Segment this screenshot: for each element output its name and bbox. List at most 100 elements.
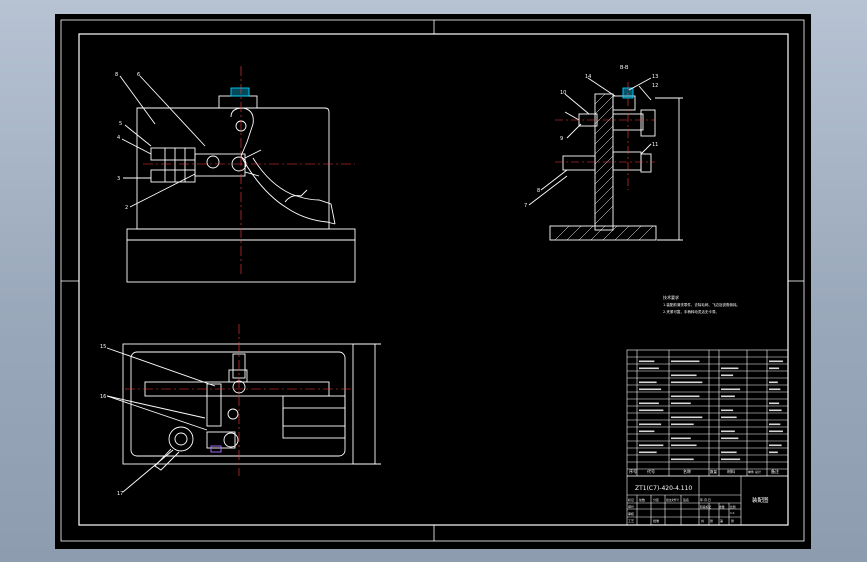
bom-cell-mark [671, 458, 694, 461]
title-header-count: 处数 [639, 497, 645, 502]
inner-frame [78, 33, 789, 526]
notes-line-1: 1.装配前清洗零件，去除毛刺、飞边及锐角倒钝。 [663, 302, 740, 307]
title-block-text: ZT1(C7)-420-4.110 装配图 标记 处数 分区 更改文件号 签名 … [628, 485, 769, 523]
title-block [626, 475, 789, 526]
bom-cell-mark [671, 423, 694, 426]
bom-cell-mark [769, 402, 780, 405]
title-sheet-num: 第 [720, 518, 723, 523]
title-sheet-total: 共 [701, 518, 704, 523]
bom-cell-mark [721, 458, 741, 461]
title-stage-label: 阶段标记 [700, 505, 711, 509]
bom-footer-remark: 备注 [771, 468, 779, 474]
balloon-10: 10 [560, 90, 566, 96]
bom-cell-mark [721, 374, 734, 377]
bom-footer: 序号 代号 名称 数量 材料 单件 总计 备注 [629, 468, 779, 474]
bom-cell-mark [671, 444, 697, 447]
bom-footer-material: 材料 [727, 468, 735, 474]
bom-cell-mark [639, 451, 657, 454]
centering-marks [61, 20, 804, 541]
bom-cell-mark [721, 430, 735, 433]
bom-footer-code: 代号 [647, 468, 655, 474]
top-view [106, 343, 381, 493]
balloon-7: 7 [524, 203, 527, 209]
front-view [119, 75, 356, 283]
bom-cell-mark [721, 388, 741, 391]
title-scale-value: 1:1 [730, 511, 735, 515]
bom-cell-mark [721, 409, 734, 412]
balloon-6: 6 [137, 72, 140, 78]
front-view-centerlines [143, 66, 355, 276]
balloon-3: 3 [117, 176, 120, 182]
bom-cell-mark [671, 437, 691, 440]
title-block-code: ZT1(C7)-420-4.110 [635, 485, 692, 492]
balloon-2: 2 [125, 205, 128, 211]
side-view-centerlines [555, 82, 655, 190]
bom-cell-mark [721, 416, 737, 419]
bom-cell-mark [671, 374, 697, 377]
outer-border [60, 19, 805, 542]
bom-cell-mark [769, 381, 778, 384]
bom-cell-mark [671, 395, 700, 398]
bom-footer-weight: 单件 总计 [748, 469, 761, 474]
balloon-14: 14 [585, 74, 591, 80]
bom-footer-qty: 数量 [710, 469, 718, 474]
bom-cell-mark [639, 409, 664, 412]
balloon-5: 5 [119, 121, 122, 127]
bom-cell-mark [721, 367, 739, 370]
title-header-date: 年.月.日 [700, 497, 711, 502]
title-header-mark: 标记 [628, 497, 634, 502]
title-block-name: 装配图 [752, 496, 769, 504]
bom-cell-mark [639, 423, 662, 426]
bom-cell-mark [721, 451, 737, 454]
bom-cell-mark [671, 402, 691, 405]
bom-cell-mark [671, 416, 703, 419]
title-footer-design: 设计 [628, 504, 634, 509]
balloon-16: 16 [100, 394, 106, 400]
bom-cell-mark [769, 430, 783, 433]
side-view-title: B-B [620, 65, 629, 71]
technical-notes: 技术要求 1.装配前清洗零件，去除毛刺、飞边及锐角倒钝。 2.夹紧可靠，手柄转动… [663, 294, 740, 314]
front-view-balloons: 8 6 5 4 3 2 [115, 72, 140, 211]
title-footer-approve: 批准 [653, 518, 659, 523]
balloon-13: 13 [652, 74, 658, 80]
bom-cell-mark [639, 367, 659, 370]
balloon-9: 9 [560, 136, 563, 142]
bom-table [626, 349, 789, 477]
bom-footer-name: 名称 [683, 468, 691, 474]
bom-cell-mark [769, 451, 778, 454]
balloon-15: 15 [100, 344, 106, 350]
balloon-side-8: 8 [537, 188, 540, 194]
bom-cell-mark [639, 444, 664, 447]
bom-cell-mark [639, 381, 657, 384]
bom-cell-mark [639, 360, 655, 363]
side-view-labels: B-B 14 13 12 11 10 9 8 7 [524, 65, 658, 209]
title-weight-label: 重量 [719, 505, 725, 509]
cad-drawing: 8 6 5 4 3 2 15 [60, 19, 805, 542]
balloon-8: 8 [115, 72, 118, 78]
title-footer-process: 工艺 [628, 518, 634, 523]
balloon-17: 17 [117, 491, 123, 497]
balloon-4: 4 [117, 135, 120, 141]
bom-cell-mark [721, 395, 735, 398]
title-scale-label: 比例 [730, 505, 736, 509]
title-sheet-num-unit: 张 [731, 518, 734, 523]
bom-cell-mark [769, 360, 783, 363]
title-header-sign: 签名 [683, 497, 689, 502]
top-view-balloons: 15 16 17 [100, 344, 123, 497]
bom-cell-mark [639, 402, 659, 405]
bom-cell-mark [639, 388, 662, 391]
balloon-11: 11 [652, 142, 658, 148]
side-view [528, 77, 683, 241]
balloon-12: 12 [652, 83, 658, 89]
bom-cell-mark [721, 437, 739, 440]
notes-heading: 技术要求 [663, 294, 679, 300]
bom-cell-mark [769, 367, 780, 370]
bom-footer-seq: 序号 [629, 468, 637, 474]
title-sheet-total-unit: 张 [710, 518, 713, 523]
bom-cell-mark [769, 388, 781, 391]
title-header-zone: 分区 [653, 497, 659, 502]
title-footer-review: 审核 [628, 511, 634, 516]
top-view-centerlines [125, 324, 351, 476]
bom-cell-mark [671, 360, 700, 363]
drawing-sheet: 8 6 5 4 3 2 15 [55, 14, 811, 549]
